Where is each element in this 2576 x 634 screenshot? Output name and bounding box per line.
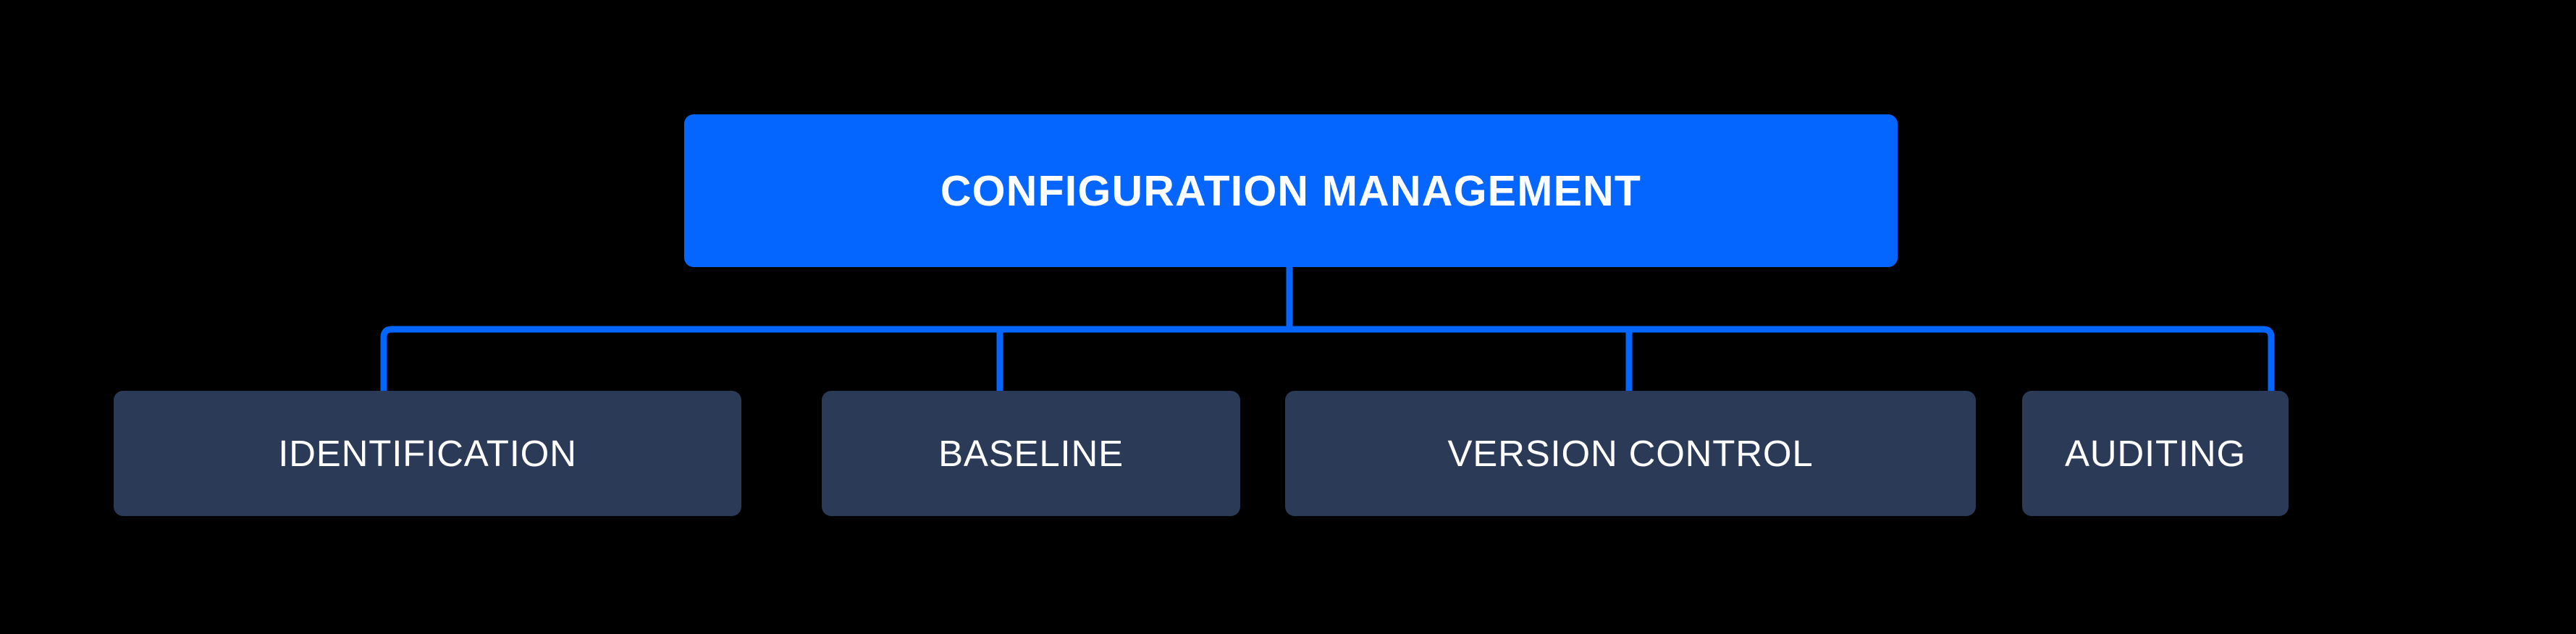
- node-baseline[interactable]: BASELINE: [822, 391, 1240, 516]
- node-label-identification: IDENTIFICATION: [278, 433, 577, 474]
- connector-bus: [380, 326, 2275, 391]
- node-auditing[interactable]: AUDITING: [2022, 391, 2289, 516]
- node-label-version-control: VERSION CONTROL: [1447, 433, 1814, 474]
- node-label-root: CONFIGURATION MANAGEMENT: [940, 166, 1642, 215]
- node-version-control[interactable]: VERSION CONTROL: [1285, 391, 1976, 516]
- node-label-baseline: BASELINE: [938, 433, 1124, 474]
- node-identification[interactable]: IDENTIFICATION: [114, 391, 741, 516]
- node-label-auditing: AUDITING: [2064, 433, 2247, 474]
- node-configuration-management[interactable]: CONFIGURATION MANAGEMENT: [684, 114, 1898, 267]
